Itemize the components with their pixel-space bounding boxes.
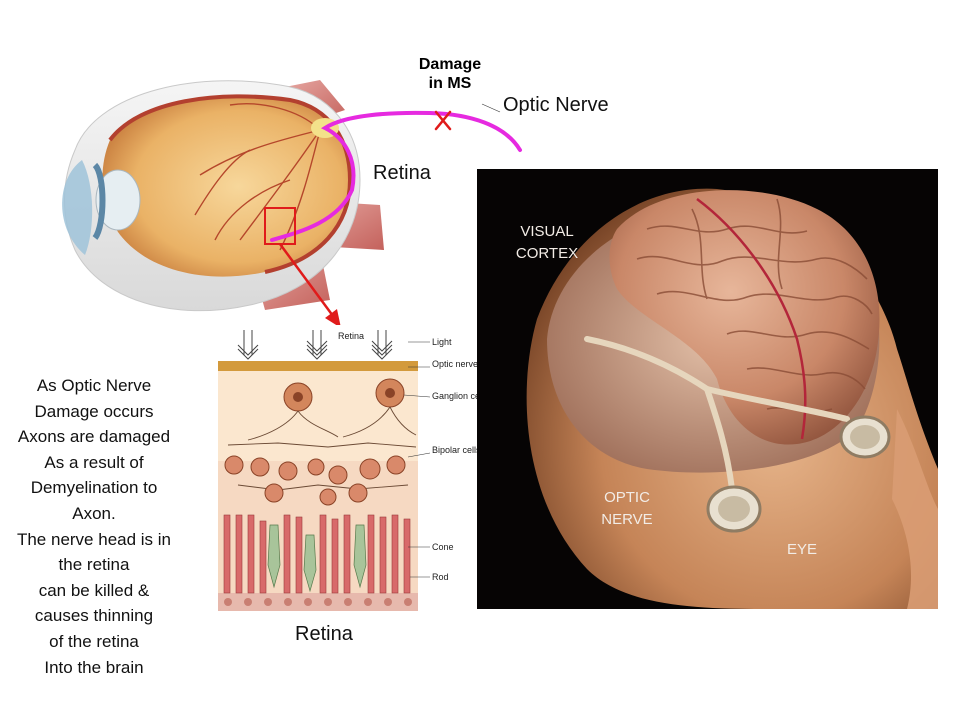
- zoom-arrow-line: [278, 243, 335, 317]
- explanation-line: Into the brain: [44, 657, 144, 677]
- visual-cortex-line1: VISUAL: [520, 223, 574, 240]
- explanation-line: Demyelination to: [30, 478, 158, 498]
- optic-nerve-path: [270, 110, 522, 242]
- retina-label: Retina: [373, 162, 431, 184]
- legend-bipolar: Bipolar cells: [432, 445, 480, 455]
- explanation-line: of the retina: [49, 631, 139, 651]
- visual-cortex-line2: CORTEX: [515, 245, 579, 262]
- optic-nerve-label: Optic Nerve: [503, 94, 609, 116]
- optic-nerve-leader: [481, 103, 501, 113]
- optic-nerve-brain-line1: OPTIC: [604, 489, 650, 506]
- iris: [92, 162, 106, 240]
- brain-illustration-svg: [526, 188, 938, 609]
- pigment-epithelium: [224, 598, 412, 606]
- explanation-text: As Optic Nerve Damage occurs Axons are d…: [0, 373, 188, 680]
- brain-hemisphere: [609, 190, 880, 445]
- damage-x-icon: [434, 110, 452, 131]
- eyeball-left: [706, 485, 762, 533]
- optic-nerve-brain-line2: NERVE: [601, 511, 653, 528]
- rod-cells: [223, 514, 411, 594]
- cornea: [62, 160, 93, 255]
- explanation-line: the retina: [58, 555, 130, 575]
- face-profile: [892, 409, 938, 609]
- zoom-arrowhead: [325, 309, 341, 328]
- explanation-line: As Optic Nerve: [36, 376, 152, 395]
- explanation-line: Damage occurs: [34, 401, 154, 421]
- legend-light: Light: [432, 337, 452, 347]
- legend-optic-nerve: Optic nerve: [432, 359, 478, 369]
- dendrite-network: [227, 406, 417, 491]
- eyeball-right: [839, 415, 891, 459]
- visual-pathway: [584, 336, 850, 492]
- retina-layer-diagram: Retina: [218, 325, 480, 615]
- retinal-blood-vessels: [194, 103, 321, 251]
- legend-optic-line: Optic nerve: [432, 359, 478, 369]
- light-arrow-icon: [237, 330, 393, 360]
- legend-ganglion: Ganglion cells: [432, 391, 480, 401]
- retina-top-label: Retina: [338, 331, 364, 341]
- damage-label-line1: Damage: [418, 56, 482, 73]
- retina-caption: Retina: [295, 623, 353, 645]
- brain-illustration-panel: VISUAL CORTEX OPTIC NERVE EYE: [477, 169, 938, 609]
- cone-cells: [267, 524, 367, 593]
- explanation-line: can be killed &: [38, 580, 150, 600]
- optic-nerve-brain-label: OPTIC NERVE: [587, 487, 667, 531]
- visual-cortex-label: VISUAL CORTEX: [507, 221, 587, 265]
- bipolar-cells: [224, 455, 406, 506]
- damage-in-ms-label: Damage in MS: [400, 55, 500, 93]
- lens: [95, 169, 141, 231]
- explanation-line: causes thinning: [34, 606, 154, 626]
- legend-rod: Rod: [432, 572, 449, 582]
- explanation-line: The nerve head is in: [16, 529, 172, 549]
- eye-label: EYE: [786, 541, 817, 558]
- legend-cone: Cone: [432, 542, 454, 552]
- damage-label-line2: in MS: [428, 75, 472, 92]
- legend-leaders: [403, 341, 431, 578]
- explanation-line: Axons are damaged: [17, 427, 171, 447]
- explanation-line: As a result of: [44, 452, 144, 472]
- explanation-line: Axon.: [72, 503, 116, 523]
- retina-layers-svg: Retina: [218, 325, 480, 611]
